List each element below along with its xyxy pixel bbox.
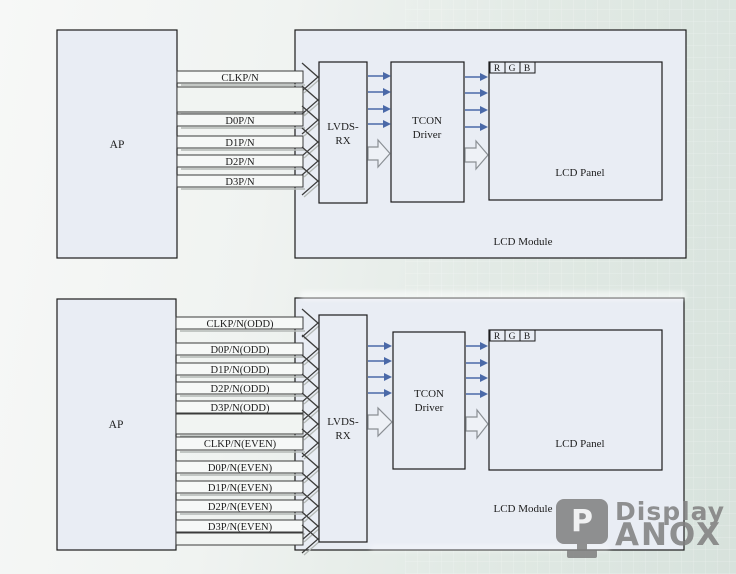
bottom-bus-blank-1 [175,413,304,435]
bottom-lcd-panel-box [488,329,663,471]
top-lvds-label-2: RX [335,135,350,147]
bus-arrowhead-icon [301,166,319,196]
bus-arrowhead-icon [301,62,319,92]
bottom-tcon-label-2: Driver [415,402,444,414]
bottom-tcon-label-1: TCON [414,388,444,400]
bottom-bus-clk-even [175,436,304,451]
bottom-bus-d2-even [175,499,304,513]
top-bus-d2 [176,154,304,168]
top-bus-d3 [176,174,304,188]
bottom-bus-d0-even [175,460,304,474]
bottom-signal-buses: CLKP/N(ODD) D0P/N(ODD) D1P/N(ODD) D2P/ [175,308,321,556]
bottom-lcd-module-label: LCD Module [494,503,553,515]
bottom-signal-label: D2P/N(EVEN) [208,502,273,513]
top-signal-label: D1P/N [225,138,255,149]
bus-arrowhead-icon [301,428,319,458]
bottom-signal-label: CLKP/N(EVEN) [204,439,277,450]
rgb-g-label: G [509,64,516,74]
rgb-b-label: B [524,64,530,74]
top-ap-label: AP [110,139,125,151]
top-tcon-box [390,61,465,203]
top-signal-label: D2P/N [225,157,255,168]
top-ap-box [56,29,178,259]
bottom-ap-box [56,298,177,551]
top-tcon-to-panel-bus-arrow [464,139,489,171]
bottom-tcon-box [392,331,466,470]
bus-arrowhead-icon [301,491,319,521]
top-lvds-label-1: LVDS- [327,121,359,133]
bottom-signal-label: D3P/N(ODD) [211,403,270,414]
top-signal-buses: CLKP/N D0P/N D1P/N [176,62,321,198]
bottom-tcon-to-panel-bus-arrow [465,408,489,440]
top-rgb-cells: R G B [489,61,536,74]
bottom-tcon-to-panel-arrows [466,342,488,398]
bottom-lcd-panel-label: LCD Panel [555,438,604,450]
bottom-bus-clk-odd [175,316,304,330]
rgb-g-label: G [509,332,516,342]
bottom-bus-d0-odd [175,342,304,356]
bottom-lvds-label-1: LVDS- [327,416,359,428]
top-tcon-label-2: Driver [413,129,442,141]
bus-arrowhead-icon [301,392,319,422]
bus-arrowhead-icon [301,524,319,554]
bus-arrowhead-icon [301,105,319,135]
bottom-bus-d2-odd [175,381,304,395]
top-lvds-rx-box [318,61,368,204]
bottom-lvds-label-2: RX [335,430,350,442]
bottom-signal-label: D3P/N(EVEN) [208,522,273,533]
bottom-diagram: AP CLKP/N(ODD) D0P/N(ODD) [56,297,685,556]
bottom-bus-d3-odd [175,400,304,414]
top-bus-blank [176,86,304,113]
top-signal-label: D0P/N [225,116,255,127]
top-signal-label: D3P/N [225,177,255,188]
top-bus-d0 [176,113,304,127]
rgb-r-label: R [494,64,501,74]
rgb-cell [519,329,536,342]
bottom-signal-label: D0P/N(EVEN) [208,463,273,474]
top-tcon-label-1: TCON [412,115,442,127]
bottom-signal-label: D1P/N(EVEN) [208,483,273,494]
bus-arrowhead-icon [301,85,319,115]
bottom-bus-d1-even [175,480,304,494]
bus-arrowhead-icon [301,334,319,364]
bus-arrowhead-icon [301,511,319,541]
bottom-bus-d1-odd [175,362,304,376]
bottom-bus-blank-2 [175,532,304,546]
top-tcon-to-panel-arrows [465,73,488,131]
bottom-lvds-rx-box [318,314,368,543]
top-lcd-module-label: LCD Module [494,236,553,248]
top-lvds-to-tcon-arrows [368,72,391,128]
rgb-r-label: R [494,332,501,342]
bottom-signal-label: CLKP/N(ODD) [206,319,274,330]
bottom-lvds-to-tcon-arrows [368,342,392,397]
top-diagram: AP CLKP/N D0P/N [56,29,687,259]
top-signal-label: CLKP/N [221,73,259,84]
top-lcd-panel-label: LCD Panel [555,167,604,179]
top-lcd-panel-box [488,61,663,201]
bottom-signal-label: D0P/N(ODD) [211,345,270,356]
bottom-rgb-cells: R G B [489,329,536,342]
bus-arrowhead-icon [301,146,319,176]
top-bus-d1 [176,135,304,149]
rgb-cell [519,61,536,74]
rgb-b-label: B [524,332,530,342]
bottom-signal-label: D1P/N(ODD) [211,365,270,376]
bottom-lvds-to-tcon-bus-arrow [367,406,393,438]
bottom-ap-label: AP [109,419,124,431]
bus-arrowhead-icon [301,308,319,338]
bottom-signal-label: D2P/N(ODD) [211,384,270,395]
top-lvds-to-tcon-bus-arrow [367,138,391,169]
bus-arrowhead-icon [301,452,319,482]
top-bus-clk [176,70,304,84]
